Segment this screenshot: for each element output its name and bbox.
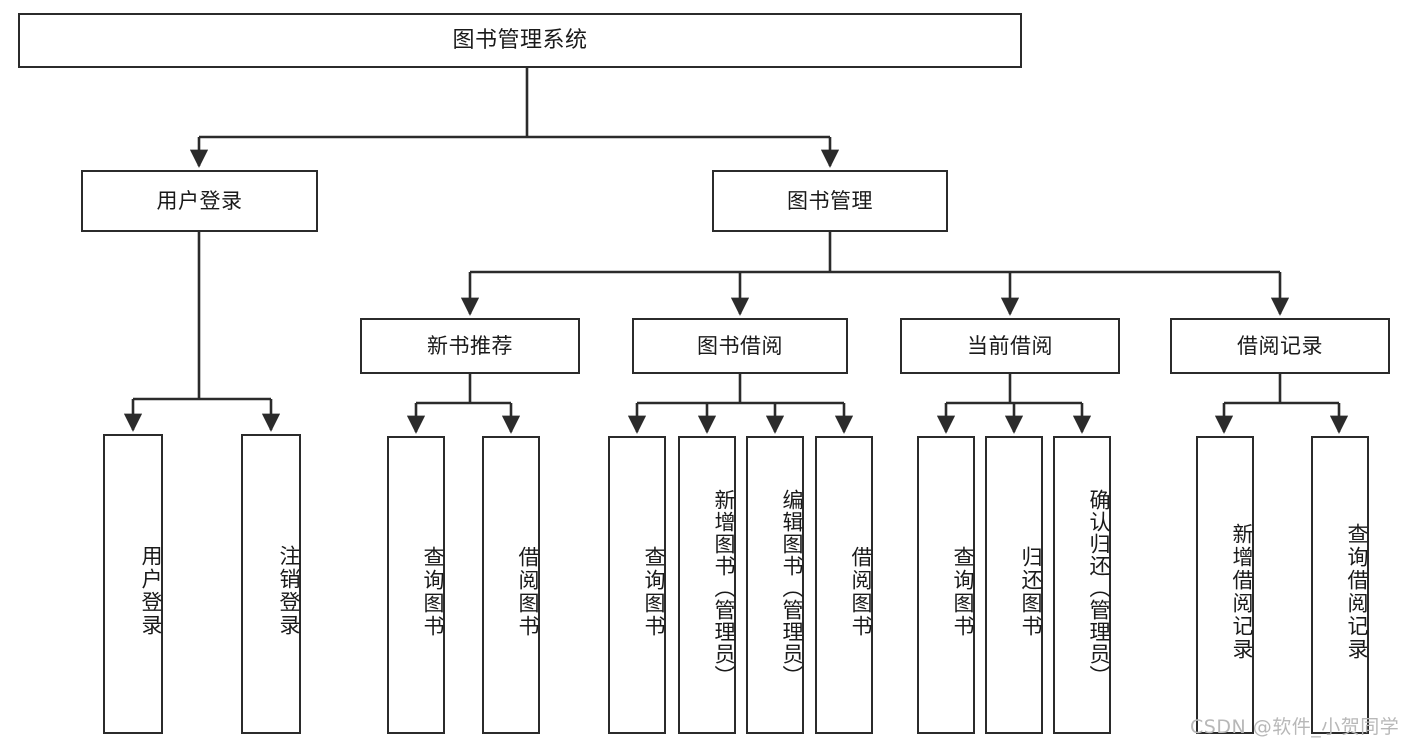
leaf-return-book[interactable]: 归还图书: [985, 436, 1043, 734]
node-new-book-recommend[interactable]: 新书推荐: [360, 318, 580, 374]
leaf-query-book-current[interactable]: 查询图书: [917, 436, 975, 734]
leaf-confirm-return-admin[interactable]: 确认归还（管理员）: [1053, 436, 1111, 734]
leaf-add-book-admin[interactable]: 新增图书（管理员）: [678, 436, 736, 734]
leaf-query-borrow-record[interactable]: 查询借阅记录: [1311, 436, 1369, 734]
leaf-edit-book-admin[interactable]: 编辑图书（管理员）: [746, 436, 804, 734]
leaf-borrow-book-borrow[interactable]: 借阅图书: [815, 436, 873, 734]
leaf-add-borrow-record[interactable]: 新增借阅记录: [1196, 436, 1254, 734]
leaf-user-login[interactable]: 用户登录: [103, 434, 163, 734]
node-user-login[interactable]: 用户登录: [81, 170, 318, 232]
watermark-text: CSDN @软件_小贺同学: [1190, 716, 1400, 738]
node-book-management[interactable]: 图书管理: [712, 170, 948, 232]
node-root-system[interactable]: 图书管理系统: [18, 13, 1022, 68]
node-borrow-record[interactable]: 借阅记录: [1170, 318, 1390, 374]
node-current-borrow[interactable]: 当前借阅: [900, 318, 1120, 374]
leaf-query-book-borrow[interactable]: 查询图书: [608, 436, 666, 734]
leaf-query-book-newbook[interactable]: 查询图书: [387, 436, 445, 734]
node-book-borrow[interactable]: 图书借阅: [632, 318, 848, 374]
leaf-logout[interactable]: 注销登录: [241, 434, 301, 734]
leaf-borrow-book-newbook[interactable]: 借阅图书: [482, 436, 540, 734]
